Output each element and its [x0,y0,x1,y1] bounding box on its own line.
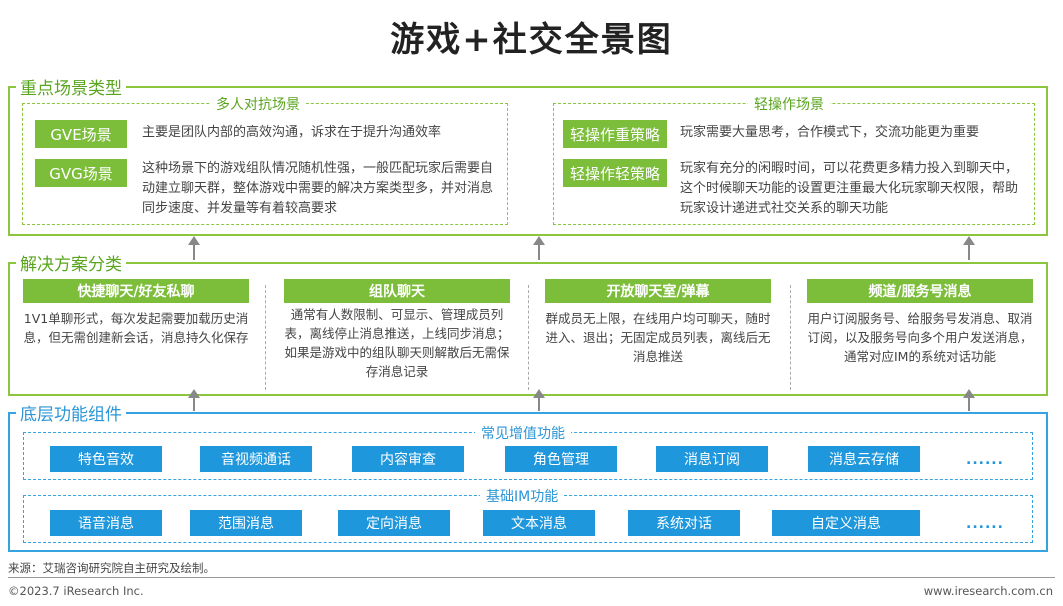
divider-2 [528,285,529,390]
im-more: ...... [966,516,1004,532]
im-title: 基础IM功能 [480,486,565,506]
light-strategy-tag: 轻操作轻策略 [563,159,667,187]
value-added-item-4: 角色管理 [505,446,617,472]
solution-desc-1: 1V1单聊形式，每次发起需要加载历史消息，但无需创建新会话，消息持久化保存 [23,311,249,345]
arrow-up-2 [533,236,545,260]
gve-tag: GVE场景 [35,120,127,148]
scenes-label: 重点场景类型 [16,74,126,99]
heavy-strategy-tag: 轻操作重策略 [563,120,667,148]
solution-title-4: 频道/服务号消息 [807,279,1033,303]
multi-scene-title: 多人对抗场景 [210,94,306,114]
website-link[interactable]: www.iresearch.com.cn [923,584,1053,598]
arrow-up-3 [963,236,975,260]
scenes-box [8,86,1048,236]
gve-desc: 主要是团队内部的高效沟通，诉求在于提升沟通效率 [142,125,442,140]
solution-desc-4: 用户订阅服务号、给服务号发消息、取消订阅，以及服务号向多个用户发送消息，通常对应… [807,311,1033,364]
solution-title-1: 快捷聊天/好友私聊 [23,279,249,303]
heavy-strategy-desc: 玩家需要大量思考，合作模式下，交流功能更为重要 [680,125,980,140]
solution-desc-2: 通常有人数限制、可显示、管理成员列表，离线停止消息推送，上线同步消息；如果是游戏… [284,307,510,379]
im-item-6: 自定义消息 [772,510,920,536]
im-item-3: 定向消息 [338,510,450,536]
footer-divider [8,577,1055,578]
im-item-5: 系统对话 [628,510,740,536]
arrow-up-4 [188,389,200,411]
base-box [8,412,1048,552]
value-added-item-3: 内容审查 [352,446,464,472]
copyright: ©2023.7 iResearch Inc. [8,584,144,598]
divider-1 [265,285,266,390]
solutions-box [8,262,1048,396]
value-added-item-1: 特色音效 [50,446,162,472]
solution-title-2: 组队聊天 [284,279,510,303]
arrow-up-6 [963,389,975,411]
base-label: 底层功能组件 [16,400,126,425]
solution-desc-3: 群成员无上限，在线用户均可聊天，随时进入、退出；无固定成员列表，离线后无消息推送 [545,311,771,364]
source-note: 来源：艾瑞咨询研究院自主研究及绘制。 [8,561,215,575]
page-title: 游戏+社交全景图 [390,20,673,60]
value-added-more: ...... [966,452,1004,468]
arrow-up-5 [533,389,545,411]
im-item-1: 语音消息 [50,510,162,536]
value-added-item-5: 消息订阅 [656,446,768,472]
value-added-item-6: 消息云存储 [808,446,920,472]
solution-title-3: 开放聊天室/弹幕 [545,279,771,303]
gvg-desc: 这种场景下的游戏组队情况随机性强，一般匹配玩家后需要自动建立聊天群，整体游戏中需… [142,161,494,216]
im-item-4: 文本消息 [483,510,595,536]
light-strategy-desc: 玩家有充分的闲暇时间，可以花费更多精力投入到聊天中，这个时候聊天功能的设置更注重… [680,161,1019,216]
value-added-item-2: 音视频通话 [200,446,312,472]
divider-3 [790,285,791,390]
light-scene-title: 轻操作场景 [748,94,830,114]
arrow-up-1 [188,236,200,260]
im-item-2: 范围消息 [190,510,302,536]
value-added-title: 常见增值功能 [475,423,571,443]
solutions-label: 解决方案分类 [16,250,126,275]
gvg-tag: GVG场景 [35,159,127,187]
